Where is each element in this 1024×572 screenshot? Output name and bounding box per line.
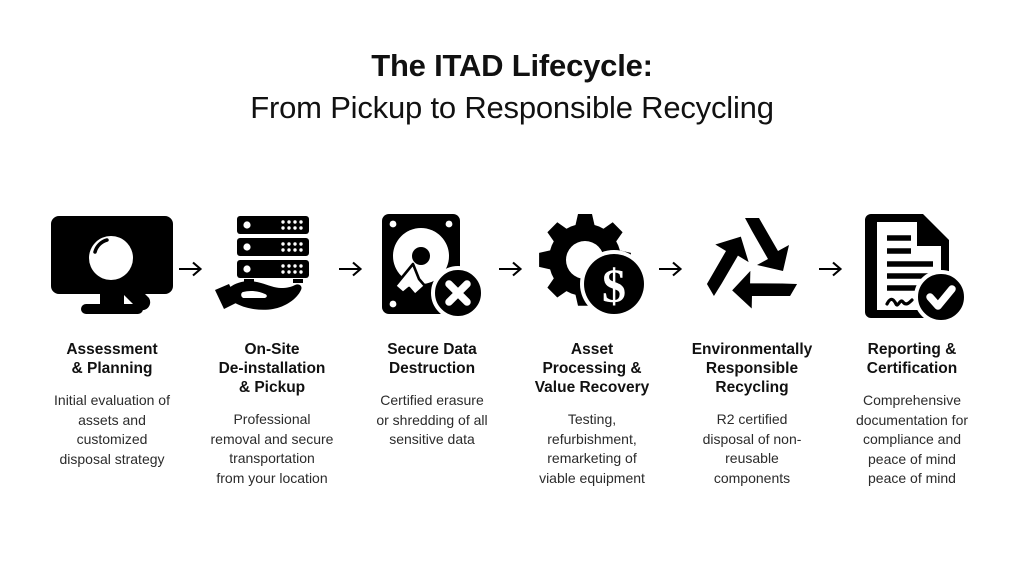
- step-title: Secure Data Destruction: [387, 341, 477, 377]
- step-description: Testing, refurbishment, remarketing of v…: [539, 411, 645, 486]
- lifecycle-step-onsite-deinstallation-pickup: On-Site De-installation & Pickup Profess…: [192, 206, 363, 488]
- recycling-symbol-icon: [687, 206, 817, 326]
- hand-holding-server-icon: [207, 206, 337, 326]
- step-description: Comprehensive documentation for complian…: [855, 392, 969, 486]
- document-check-icon: [847, 206, 977, 326]
- step-description: Professional removal and secure transpor…: [210, 411, 334, 486]
- lifecycle-step-asset-processing-value-recovery: $ Asset Processing & Value Recovery Test…: [512, 206, 683, 488]
- lifecycle-step-secure-data-destruction: Secure Data Destruction Certified erasur…: [352, 206, 523, 450]
- gear-dollar-coin-icon: $: [527, 206, 657, 326]
- lifecycle-step-reporting-certification: Reporting & Certification Comprehensive …: [832, 206, 992, 489]
- title-line-primary: The ITAD Lifecycle:: [371, 48, 653, 83]
- step-title: On-Site De-installation & Pickup: [218, 341, 326, 396]
- step-title: Assessment & Planning: [66, 341, 158, 377]
- lifecycle-step-environmentally-responsible-recycling: Environmentally Responsible Recycling R2…: [672, 206, 843, 488]
- step-title: Asset Processing & Value Recovery: [534, 341, 650, 396]
- lifecycle-steps-row: Assessment & Planning Initial evaluation…: [32, 206, 992, 489]
- monitor-magnifier-icon: [47, 206, 177, 326]
- step-description: Certified erasure or shredding of all se…: [376, 392, 488, 447]
- page-title: The ITAD Lifecycle: From Pickup to Respo…: [0, 46, 1024, 129]
- step-title: Environmentally Responsible Recycling: [691, 341, 813, 396]
- lifecycle-step-assessment-planning: Assessment & Planning Initial evaluation…: [32, 206, 203, 469]
- hard-drive-delete-icon: [367, 206, 497, 326]
- step-description: R2 certified disposal of non- reusable c…: [702, 411, 802, 486]
- svg-text:$: $: [602, 260, 626, 313]
- step-description: Initial evaluation of assets and customi…: [54, 392, 170, 467]
- title-line-secondary: From Pickup to Responsible Recycling: [250, 90, 774, 125]
- step-title: Reporting & Certification: [866, 341, 958, 377]
